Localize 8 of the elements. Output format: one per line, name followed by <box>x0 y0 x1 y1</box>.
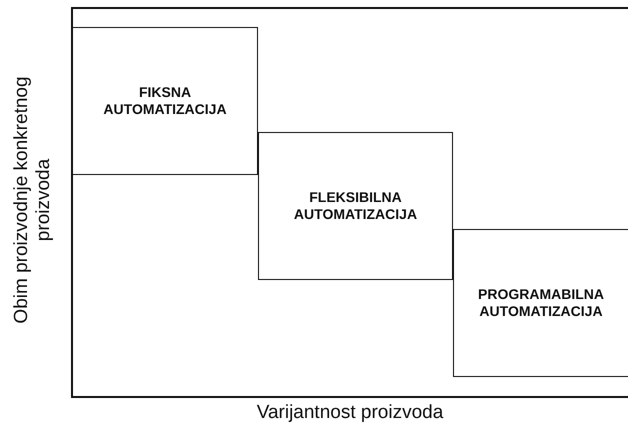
box-label: PROGRAMABILNA AUTOMATIZACIJA <box>477 286 605 320</box>
box-label: FLEKSIBILNA AUTOMATIZACIJA <box>292 189 418 223</box>
category-box <box>258 132 453 280</box>
axis-label: Varijantnost proizvoda <box>256 402 444 424</box>
category-box <box>453 229 628 377</box>
category-box <box>72 27 258 175</box>
box-label: FIKSNA AUTOMATIZACIJA <box>102 84 228 118</box>
axis-label: Obim proizvodnje konkretnog proizvoda <box>11 75 55 326</box>
